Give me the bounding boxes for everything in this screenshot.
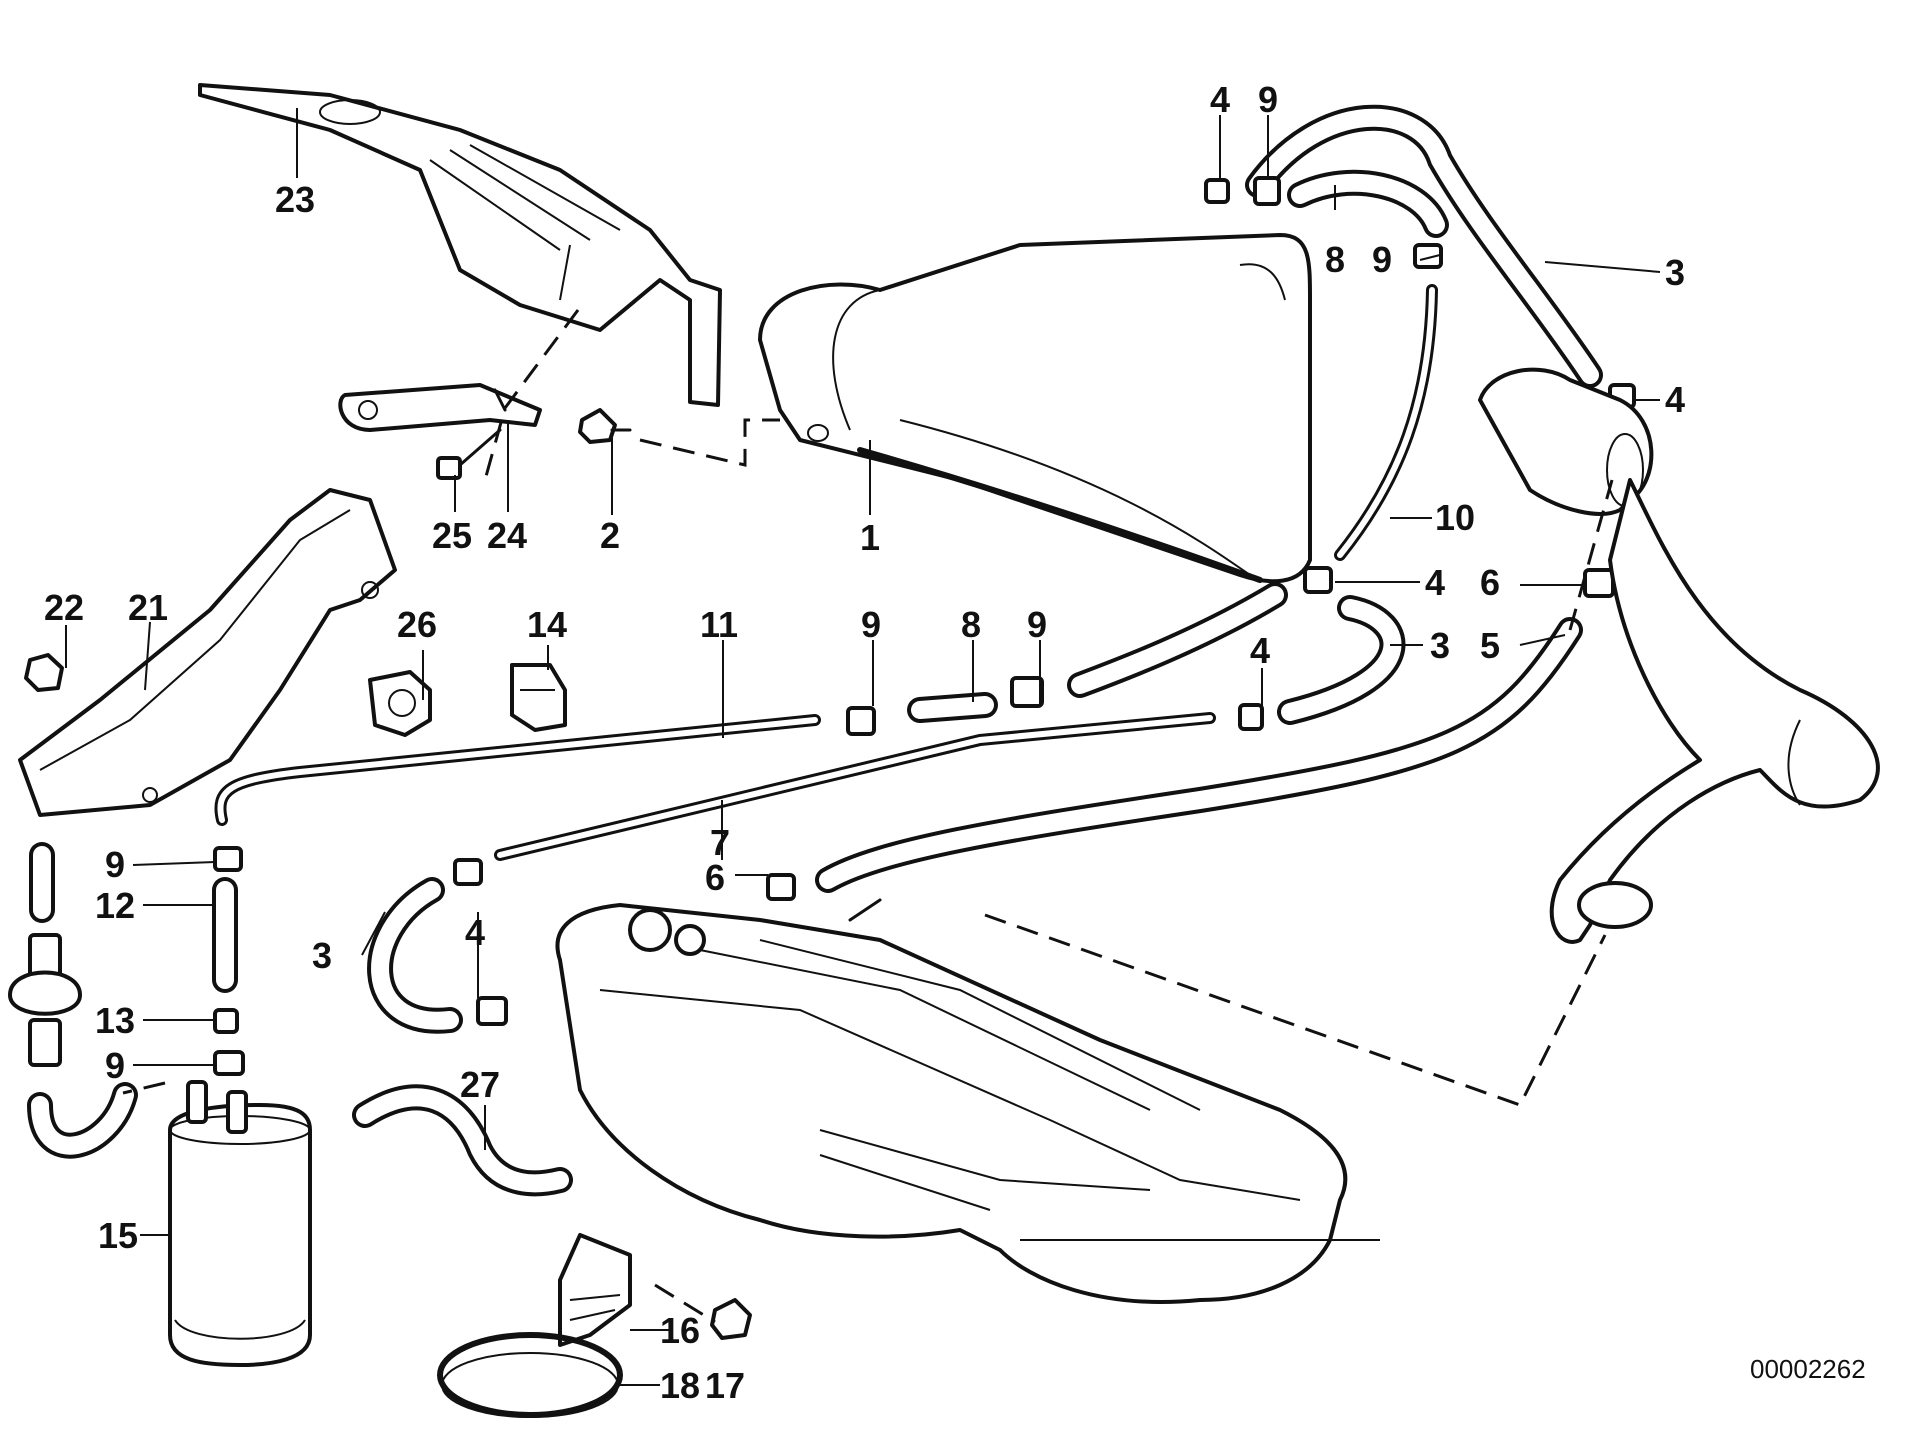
callout-16: 16: [660, 1310, 700, 1351]
check-valve-part: [8, 933, 82, 1067]
callout-4-top-a: 4: [1210, 79, 1230, 120]
callout-labels: 23 1 25 24 2 4 9 8 9 3 4 10 4 6 3 5 4 22…: [44, 79, 1685, 1406]
callout-26: 26: [397, 604, 437, 645]
callout-22: 22: [44, 587, 84, 628]
callout-23: 23: [275, 179, 315, 220]
heat-shield-part: [198, 83, 722, 407]
bracket-part: [338, 383, 542, 432]
bracket-screw-part: [436, 388, 507, 480]
callout-10: 10: [1435, 497, 1475, 538]
hose-lines: [27, 104, 1603, 1197]
callout-5: 5: [1480, 625, 1500, 666]
callout-4-right: 4: [1665, 379, 1685, 420]
callout-3-mid: 3: [1430, 625, 1450, 666]
diagram-reference-number: 00002262: [1750, 1354, 1866, 1384]
callout-9-top: 9: [1258, 79, 1278, 120]
callout-15: 15: [98, 1215, 138, 1256]
fuel-tank-part: [555, 898, 1380, 1304]
callout-4-low: 4: [465, 912, 485, 953]
callout-6-right: 6: [1480, 562, 1500, 603]
clip-14-part: [510, 663, 567, 732]
nut-17-part: [710, 1298, 752, 1340]
hose-clamps: [213, 176, 1636, 1076]
callout-12: 12: [95, 885, 135, 926]
callout-13: 13: [95, 1000, 135, 1041]
callout-2: 2: [600, 515, 620, 556]
callout-6-mid: 6: [705, 857, 725, 898]
callout-25: 25: [432, 515, 472, 556]
callout-17: 17: [705, 1365, 745, 1406]
callout-4-mid: 4: [1425, 562, 1445, 603]
callout-7: 7: [710, 822, 730, 863]
shield-plate-part: [18, 488, 397, 817]
expansion-tank-part: [758, 233, 1312, 584]
callout-9-top-b: 9: [1372, 239, 1392, 280]
callout-9-mid-a: 9: [861, 604, 881, 645]
callout-18: 18: [660, 1365, 700, 1406]
callout-24: 24: [487, 515, 527, 556]
nut-part: [578, 408, 632, 444]
assembly-dashed-lines: [122, 309, 1614, 1324]
callout-8-top: 8: [1325, 239, 1345, 280]
strap-bracket-part: [437, 1233, 632, 1418]
plug-part: [24, 653, 64, 692]
callout-11: 11: [700, 604, 738, 645]
clip-26-part: [368, 670, 432, 737]
leader-lines: [65, 108, 1661, 1386]
callout-3-low: 3: [312, 935, 332, 976]
callout-9-left-b: 9: [105, 1045, 125, 1086]
callout-14: 14: [527, 604, 567, 645]
callout-4-center: 4: [1250, 630, 1270, 671]
callout-3-top: 3: [1665, 252, 1685, 293]
callout-9-mid-b: 9: [1027, 604, 1047, 645]
filler-neck-part: [1478, 367, 1880, 944]
callout-21: 21: [128, 587, 168, 628]
callout-1: 1: [860, 517, 880, 558]
charcoal-canister-part: [168, 1080, 312, 1367]
callout-9-left-a: 9: [105, 844, 125, 885]
callout-27: 27: [460, 1064, 500, 1105]
callout-8-mid: 8: [961, 604, 981, 645]
